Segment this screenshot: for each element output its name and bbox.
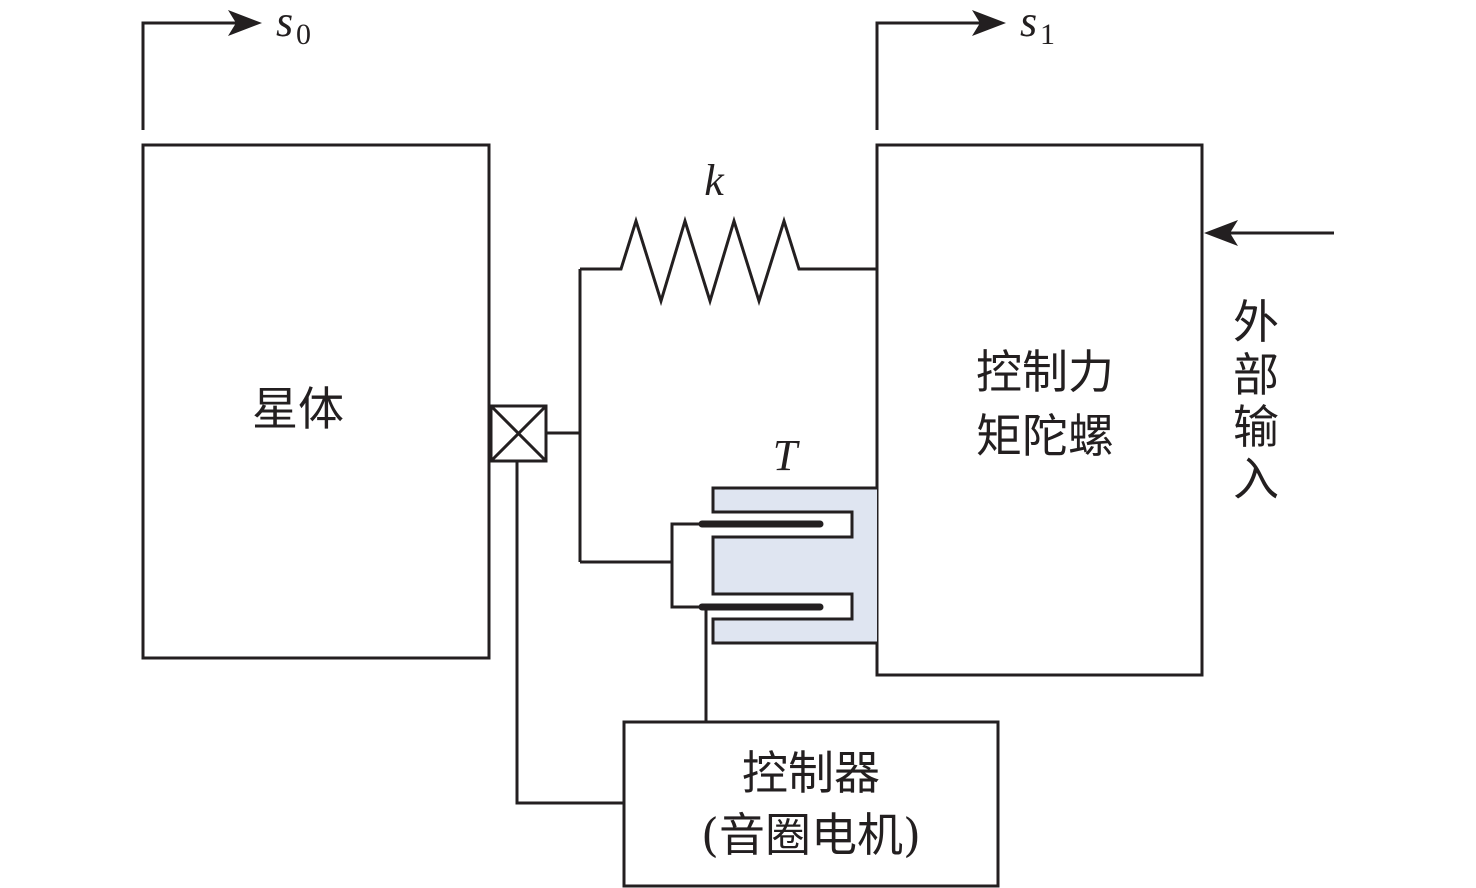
external-input-char-4: 入 — [1233, 452, 1279, 506]
s0-arrow-line — [141, 21, 250, 130]
spring-label: k — [704, 156, 725, 205]
controller-label-line1: 控制器 — [742, 746, 880, 800]
s0-displacement-arrow — [141, 10, 262, 130]
s0-arrowhead-icon — [228, 10, 262, 36]
s1-subscript: 1 — [1040, 18, 1055, 51]
external-input-arrow — [1204, 220, 1334, 246]
controller-label-line2: (音圈电机) — [701, 808, 921, 862]
s1-label: s — [1020, 0, 1037, 46]
spring-k — [580, 215, 877, 307]
s0-label: s — [276, 0, 293, 46]
damper-piston-frame — [670, 522, 702, 609]
external-input-char-2: 部 — [1233, 348, 1279, 402]
cmg-block — [875, 143, 1204, 677]
damper-label: T — [773, 431, 801, 480]
external-input-char-1: 外 — [1233, 295, 1279, 349]
satellite-body-block — [141, 143, 491, 660]
external-input-arrowhead-icon — [1204, 220, 1238, 246]
joint-cross-box-icon — [489, 404, 548, 463]
damper-housing — [711, 486, 877, 645]
s1-displacement-arrow — [875, 10, 1006, 130]
s1-arrow-line — [875, 21, 994, 130]
controller-block — [622, 720, 1000, 888]
cmg-label-line1: 控制力 — [976, 345, 1114, 399]
joint-to-controller-line — [515, 461, 624, 805]
s0-subscript: 0 — [296, 18, 311, 51]
cmg-label-line2: 矩陀螺 — [976, 409, 1114, 463]
s1-arrowhead-icon — [972, 10, 1006, 36]
satellite-body-label: 星体 — [252, 382, 344, 436]
external-input-char-3: 输 — [1233, 400, 1279, 454]
